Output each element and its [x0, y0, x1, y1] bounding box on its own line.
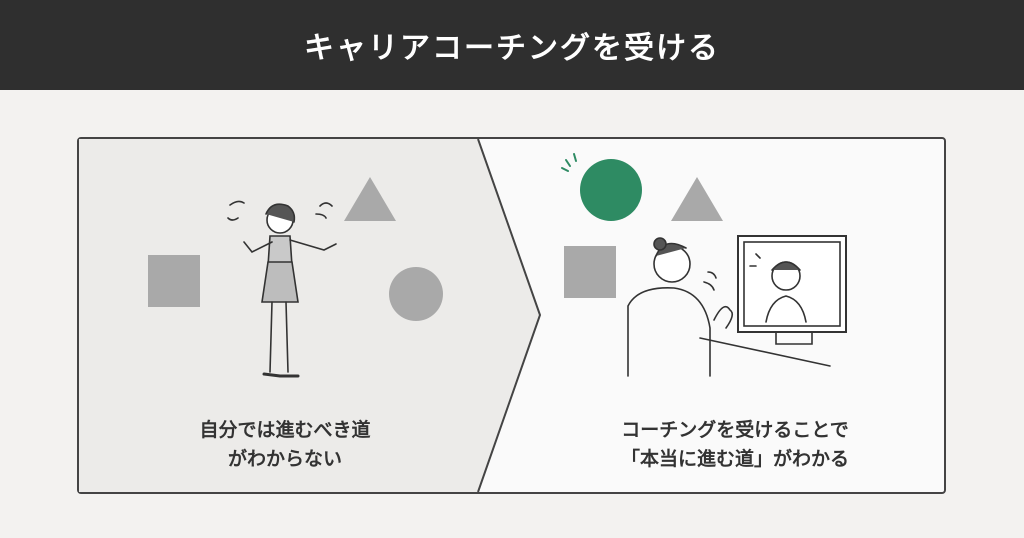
left-caption-line2: がわからない [227, 448, 342, 470]
square-shape [148, 255, 200, 307]
sparkle-icon [561, 153, 577, 172]
left-caption-line1: 自分では進むべき道 [199, 419, 371, 441]
circle-shape [389, 267, 443, 321]
left-panel [79, 139, 540, 492]
triangle-shape [344, 177, 396, 221]
left-caption: 自分では進むべき道 がわからない [105, 416, 465, 474]
green-circle-shape [580, 159, 642, 221]
header-bar: キャリアコーチングを受ける [0, 0, 1024, 90]
page-title: キャリアコーチングを受ける [304, 31, 720, 66]
triangle-shape-right [671, 177, 723, 221]
right-caption-line1: コーチングを受けることで [621, 419, 849, 441]
confused-woman-illustration [227, 200, 337, 378]
square-shape-right [564, 246, 616, 298]
coaching-session-illustration [627, 235, 847, 377]
right-caption: コーチングを受けることで 「本当に進む道」がわかる [555, 416, 915, 474]
chevron-divider [477, 138, 542, 493]
right-caption-line2: 「本当に進む道」がわかる [620, 448, 849, 470]
